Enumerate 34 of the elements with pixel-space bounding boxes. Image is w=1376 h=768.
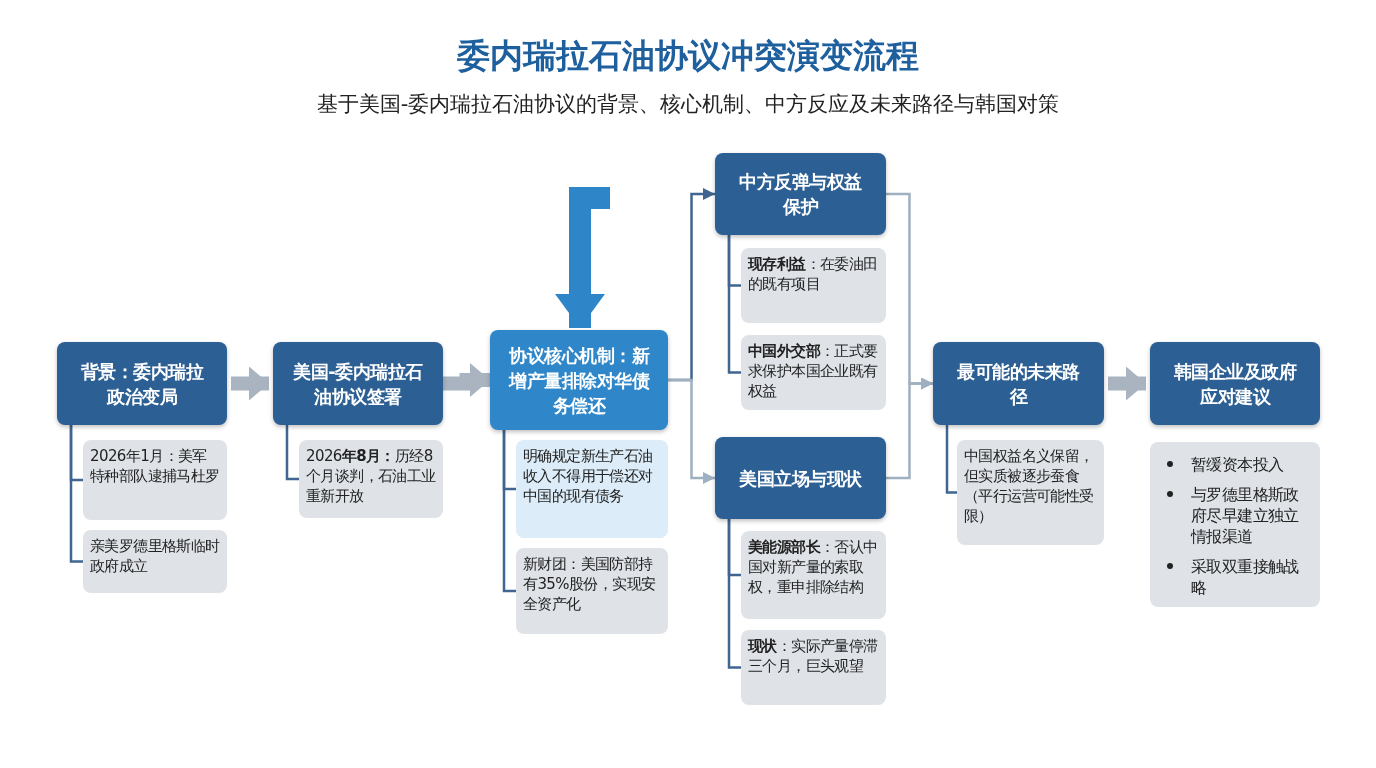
connector-line [69, 425, 83, 563]
bullet-list-box [1150, 442, 1320, 607]
list-item: 与罗德里格斯政府尽早建立独立情报渠道 [1191, 485, 1299, 546]
block-arrow [231, 366, 269, 401]
connector-line [285, 425, 299, 481]
arrow [668, 378, 715, 484]
note-box: 2026年1月：美军特种部队逮捕马杜罗 [83, 440, 227, 520]
connector-line [945, 425, 957, 494]
note-box: 中国外交部：正式要求保护本国企业既有权益 [741, 335, 886, 410]
list-item: 采取双重接触战略 [1191, 557, 1299, 597]
connector-line [727, 235, 741, 374]
note-box: 现状：实际产量停滞三个月，巨头观望 [741, 630, 886, 705]
note-box: 中国权益名义保留，但实质被逐步蚕食（平行运营可能性受限） [957, 440, 1104, 545]
process-box: 最可能的未来路径 [933, 342, 1104, 425]
block-arrow [1108, 366, 1146, 401]
note-box: 明确规定新生产石油收入不得用于偿还对中国的现有债务 [516, 440, 668, 538]
note-box: 美能源部长：否认中国对新产量的索取权，重申排除结构 [741, 531, 886, 619]
process-box: 美国立场与现状 [715, 437, 886, 519]
process-box: 背景：委内瑞拉政治变局 [57, 342, 227, 425]
note-box: 2026年8月：历经8个月谈判，石油工业重新开放 [299, 440, 443, 518]
process-box: 中方反弹与权益保护 [715, 153, 886, 235]
list-item: 暂缓资本投入 [1191, 455, 1284, 474]
title: 委内瑞拉石油协议冲突演变流程 [457, 36, 919, 75]
note-box: 现存利益：在委油田的既有项目 [741, 248, 886, 323]
process-box: 韩国企业及政府应对建议 [1150, 342, 1320, 425]
arrow [886, 377, 933, 480]
connector-line [727, 519, 741, 669]
process-box: 协议核心机制：新增产量排除对华债务偿还 [490, 330, 668, 430]
connector-line [502, 430, 516, 593]
process-box: 美国-委内瑞拉石油协议签署 [273, 342, 443, 425]
note-box: 新财团：美国防部持有35%股份，实现安全资产化 [516, 548, 668, 634]
note-box: 亲美罗德里格斯临时政府成立 [83, 530, 227, 593]
block-arrow [443, 363, 490, 397]
subtitle: 基于美国-委内瑞拉石油协议的背景、核心机制、中方反应及未来路径与韩国对策 [316, 92, 1060, 116]
